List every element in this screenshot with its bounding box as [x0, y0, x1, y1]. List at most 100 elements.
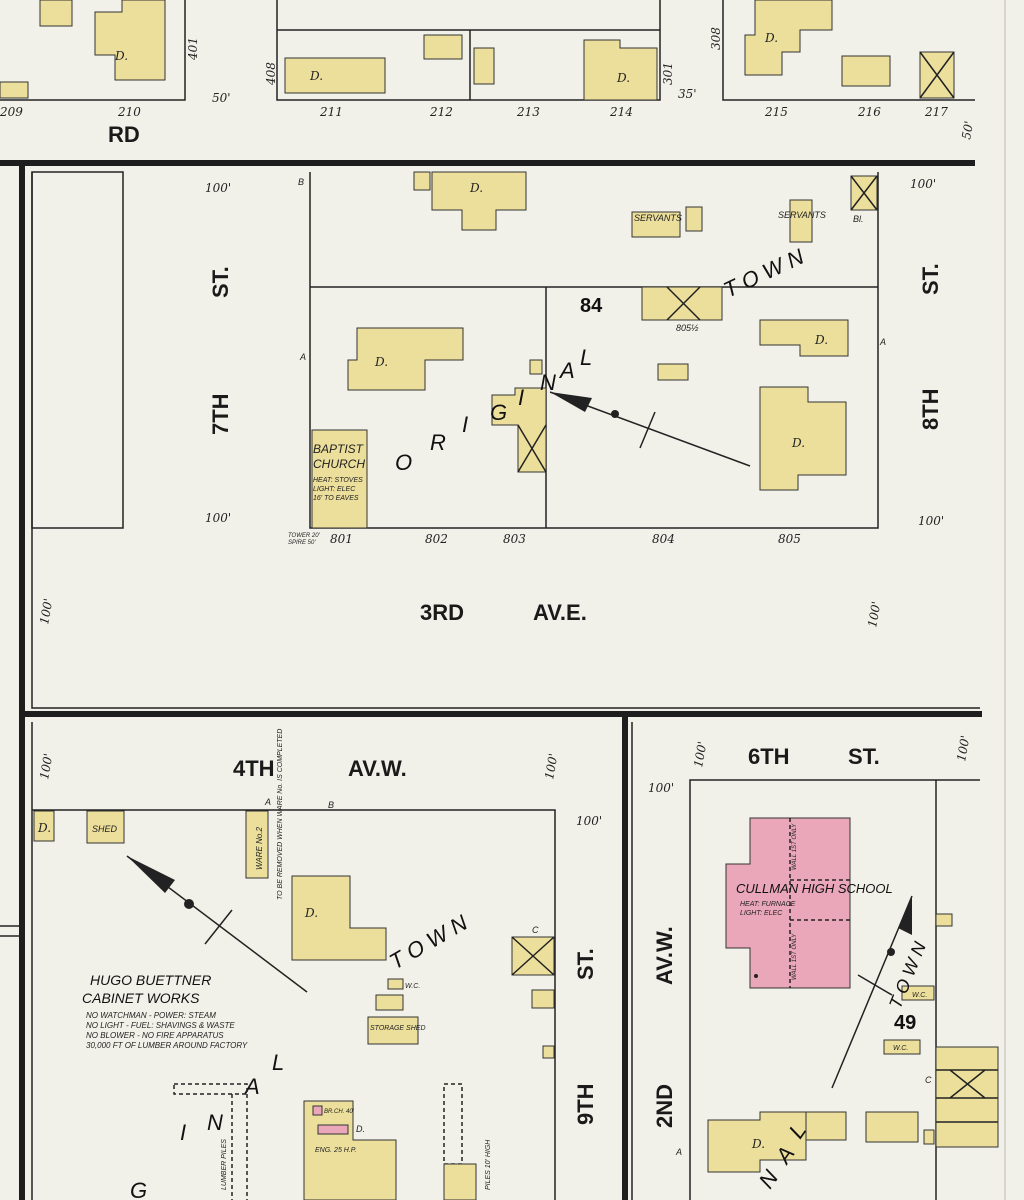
cabinet-works-note: 30,000 FT OF LUMBER AROUND FACTORY [86, 1041, 248, 1050]
church-eaves: 16' TO EAVES [313, 495, 359, 502]
north-arrow-head [127, 856, 175, 893]
cabinet-works-name: HUGO BUETTNER [90, 972, 211, 988]
school-interior-walls [789, 818, 850, 988]
street-label-2nd-av-w: AV.W. [652, 926, 677, 985]
servants-label: SERVANTS [634, 213, 682, 223]
high-school-heat: HEAT: FURNACE [740, 901, 796, 908]
dwelling-label: D. [751, 1137, 765, 1151]
building [657, 363, 689, 381]
letter-mark: B [328, 800, 334, 810]
high-school-light: LIGHT: ELEC [740, 910, 783, 917]
dwelling-label: D. [616, 71, 630, 85]
north-arrow [549, 391, 751, 467]
address-number: 308 [709, 27, 723, 50]
street-label-6th-st: ST. [848, 744, 880, 769]
wall-note: WALL 1ST ONLY [792, 823, 798, 870]
shed [86, 810, 125, 844]
building [641, 286, 723, 321]
north-arrow-dot [887, 948, 895, 956]
dimension-label: 100' [648, 781, 674, 795]
dimension-label: 50' [959, 120, 976, 141]
dwelling-label: D. [791, 436, 805, 450]
letter-mark: C [532, 925, 539, 935]
bl-label: Bl. [853, 214, 864, 224]
cross-mark [850, 175, 878, 211]
north-arrow-crossbar [857, 974, 893, 996]
block-49: 6TH ST. AV.W. 2ND 100' 100' 100' CULLMAN… [648, 734, 999, 1200]
dwelling [759, 386, 847, 491]
cross-mark [511, 936, 555, 976]
wc-building [883, 1039, 921, 1055]
dimension-label: 100' [205, 181, 231, 195]
cross-mark [517, 424, 547, 473]
lot-number: 801 [330, 532, 353, 546]
north-arrow [831, 895, 913, 1089]
street-label-2nd: 2ND [652, 1084, 677, 1128]
dwelling-label: D. [37, 821, 51, 835]
church-name: BAPTIST [313, 442, 365, 456]
original-town-lettering: L [580, 345, 592, 370]
street-label-4th-av-w: AV.W. [348, 756, 407, 781]
block-outline-right [722, 0, 975, 101]
high-school-name: CULLMAN HIGH SCHOOL [736, 881, 893, 896]
dwelling [707, 1111, 847, 1173]
letter-mark: C [925, 1075, 932, 1085]
dimension-label: 35' [678, 87, 697, 101]
letter-mark: A [879, 337, 886, 347]
dimension-label: 100' [865, 600, 883, 628]
dimension-label: 100' [954, 734, 972, 762]
lot-number: 211 [319, 105, 343, 119]
original-town-lettering: N [207, 1110, 223, 1135]
wc-building [901, 985, 935, 1001]
block-number: 49 [894, 1012, 916, 1034]
street-label-6th: 6TH [748, 744, 790, 769]
building [375, 994, 404, 1011]
lumber-piles-label: LUMBER PILES [221, 1139, 228, 1190]
street-label-9th-st: ST. [573, 948, 598, 980]
church-spire: SPIRE 50' [288, 540, 316, 546]
street-label-9th: 9TH [573, 1083, 598, 1125]
north-arrow-crossbar [204, 909, 233, 945]
lot-number: 214 [609, 105, 633, 119]
dot-mark [754, 974, 758, 978]
dimension-label: 100' [37, 752, 55, 780]
street-label-rd: RD [108, 122, 140, 147]
original-town-lettering: I [462, 412, 468, 437]
cross-mark [666, 286, 701, 321]
ware-building [245, 810, 269, 879]
brick-chimney [312, 1105, 323, 1116]
street-label-4th: 4TH [233, 756, 275, 781]
dwelling [744, 0, 833, 76]
removed-note: TO BE REMOVED WHEN WARE No. IS COMPLETED [277, 729, 284, 900]
original-town-lettering: A [558, 358, 575, 383]
lumber-shed [443, 1163, 477, 1200]
building [39, 0, 73, 27]
lot-number: 805½ [676, 323, 699, 333]
dwelling [347, 327, 464, 391]
lot-number: 805 [778, 532, 801, 546]
north-arrow [126, 855, 308, 993]
dwelling [759, 319, 849, 357]
dimension-label: 50' [212, 91, 231, 105]
wc-label: W.C. [893, 1045, 908, 1052]
block-outline [32, 809, 556, 1200]
street-label-7th: 7TH [208, 393, 233, 435]
storage-shed-label: STORAGE SHED [370, 1025, 426, 1032]
shed-label: SHED [92, 824, 118, 834]
servants-label: SERVANTS [778, 210, 826, 220]
left-block-outline [31, 171, 124, 529]
lot-number: 217 [924, 105, 948, 119]
lot-number: 209 [0, 105, 23, 119]
brick-chimney-label: BR.CH. 40' [324, 1109, 355, 1115]
wc-label: W.C. [405, 983, 420, 990]
building [923, 1129, 935, 1145]
church-tower: TOWER 20' [288, 533, 321, 539]
dimension-label: 100' [576, 814, 602, 828]
storage-shed [367, 1016, 419, 1045]
building [0, 81, 29, 99]
building-divisions [936, 1069, 998, 1123]
original-town-lettering: G [130, 1178, 147, 1200]
lot-number: 212 [429, 105, 453, 119]
curb-lines [0, 172, 980, 1200]
block-outline-mid [276, 0, 661, 101]
